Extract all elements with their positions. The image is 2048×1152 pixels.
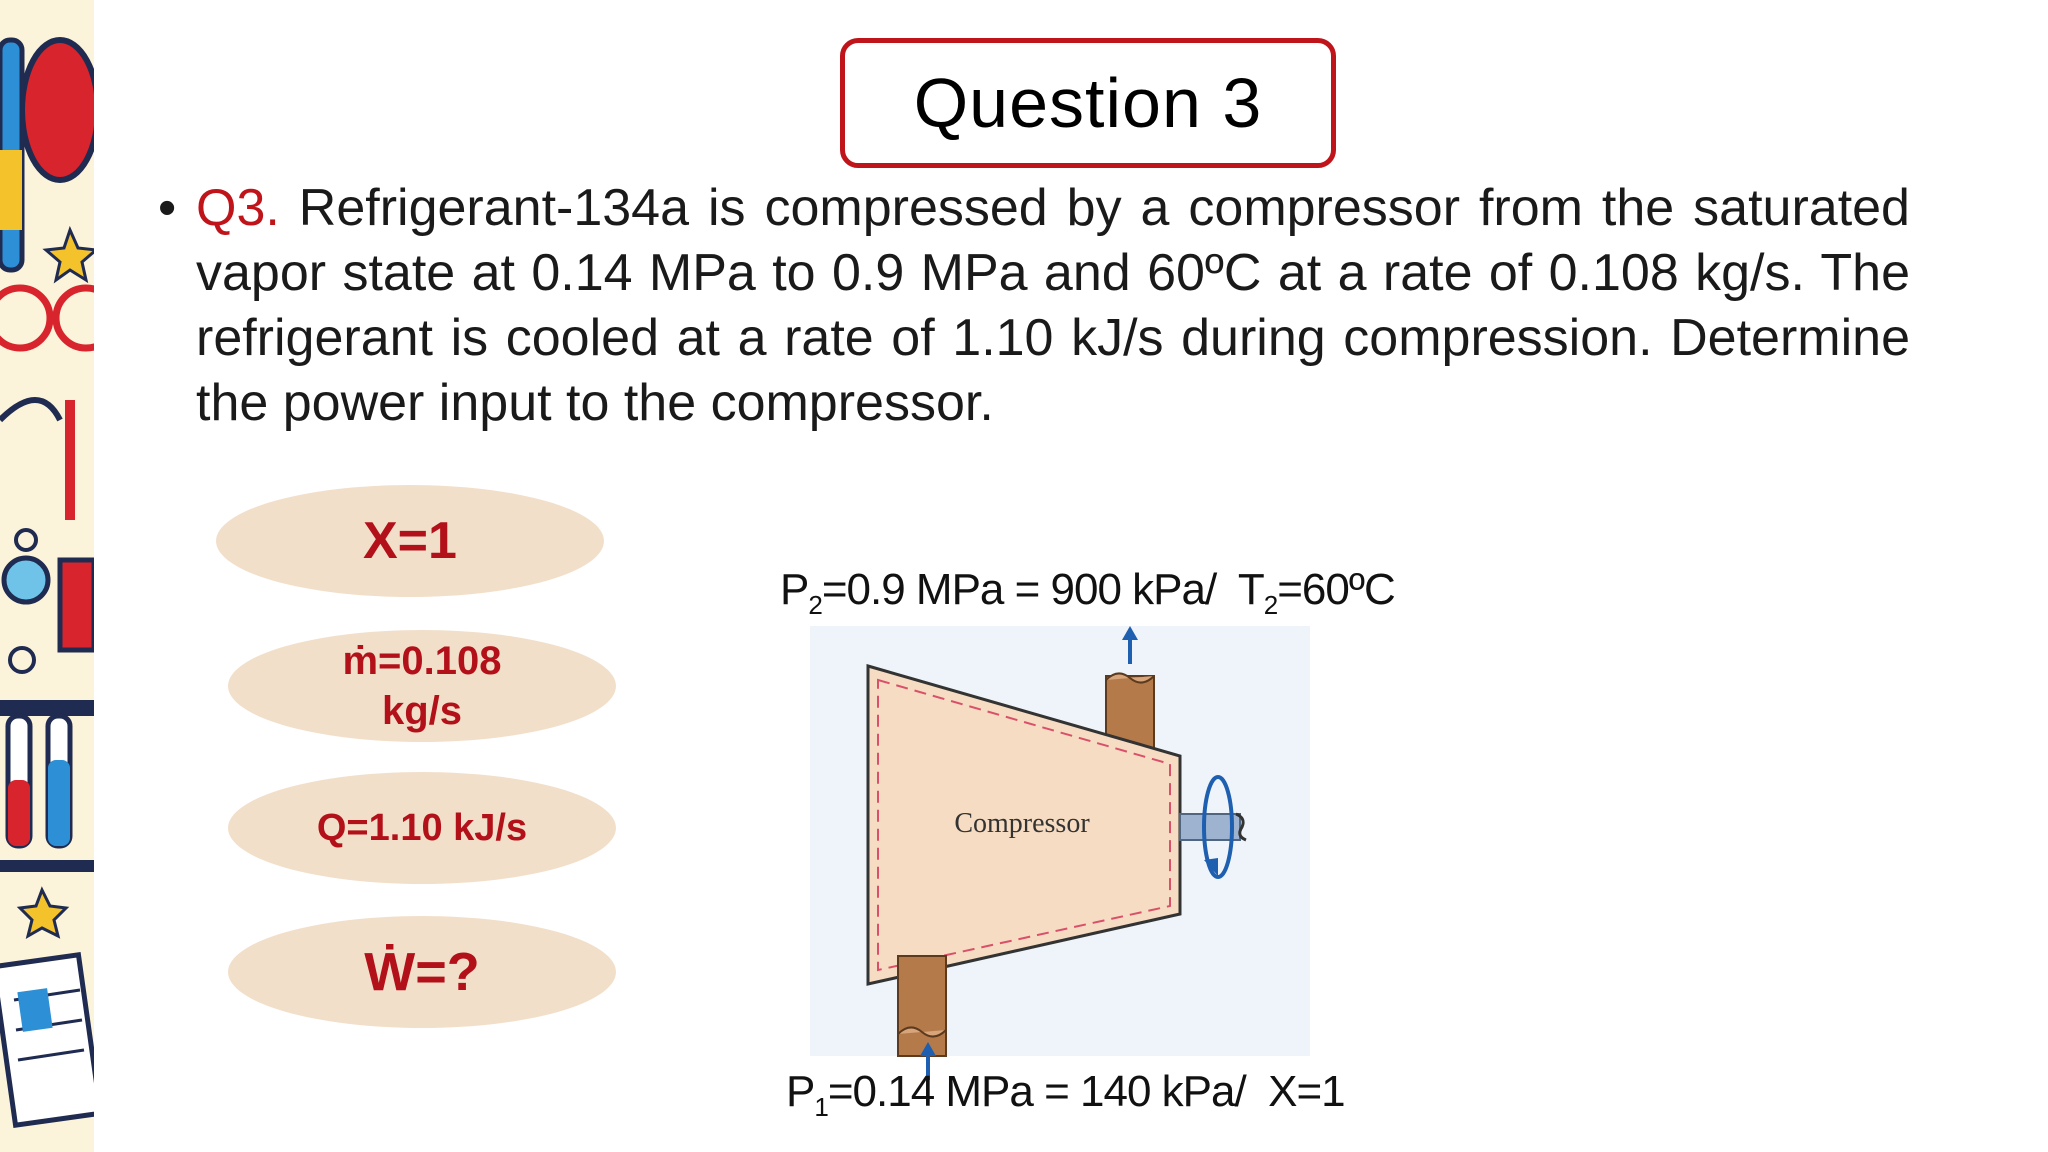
inlet-pipe: [897, 955, 947, 1057]
rotation-icon: [1202, 775, 1234, 879]
outlet-pressure-symbol: P: [780, 565, 809, 614]
shaft: [1179, 812, 1247, 842]
given-work-text: Ẇ=?: [364, 942, 480, 1002]
given-quality: X=1: [216, 485, 604, 597]
outlet-temperature-value: =60ºC: [1277, 565, 1395, 614]
outlet-state-label: P2=0.9 MPa = 900 kPa/ T2=60ºC: [780, 565, 1396, 621]
outlet-pressure-value: =0.9 MPa = 900 kPa/: [821, 565, 1238, 614]
inlet-pressure-symbol: P: [786, 1067, 815, 1116]
compressor-body: [866, 664, 1182, 986]
given-mass-flow: ṁ=0.108 kg/s: [228, 630, 616, 742]
given-heat-rate-text: Q=1.10 kJ/s: [316, 806, 528, 849]
decorative-science-strip: [0, 0, 94, 1152]
question-text: Q3. Refrigerant-134a is compressed by a …: [196, 176, 1910, 436]
inlet-state-label: P1=0.14 MPa = 140 kPa/ X=1: [786, 1067, 1346, 1123]
given-mass-flow-unit: kg/s: [381, 689, 463, 733]
outlet-temperature-subscript: 2: [1263, 589, 1279, 620]
outlet-temperature-symbol: T: [1237, 565, 1265, 614]
given-heat-rate: Q=1.10 kJ/s: [228, 772, 616, 884]
outlet-pressure-subscript: 2: [808, 589, 823, 620]
question-body: Refrigerant-134a is compressed by a comp…: [196, 179, 1910, 432]
inlet-arrow-icon: [920, 1042, 936, 1080]
bullet-point: •: [158, 179, 177, 237]
compressor-label: Compressor: [954, 808, 1090, 839]
title-box: Question 3: [840, 38, 1336, 168]
given-mass-flow-value: ṁ=0.108: [342, 639, 502, 683]
compressor-diagram: Compressor: [810, 626, 1310, 1080]
question-block: • Q3. Refrigerant-134a is compressed by …: [158, 176, 1910, 436]
inlet-pressure-value: =0.14 MPa = 140 kPa/ X=1: [827, 1067, 1346, 1116]
given-quality-text: X=1: [363, 512, 457, 570]
question-label: Q3.: [196, 179, 280, 237]
slide-title: Question 3: [913, 64, 1263, 142]
inlet-pressure-subscript: 1: [814, 1091, 829, 1122]
outlet-arrow-icon: [1122, 626, 1138, 664]
given-work-unknown: Ẇ=?: [228, 916, 616, 1028]
